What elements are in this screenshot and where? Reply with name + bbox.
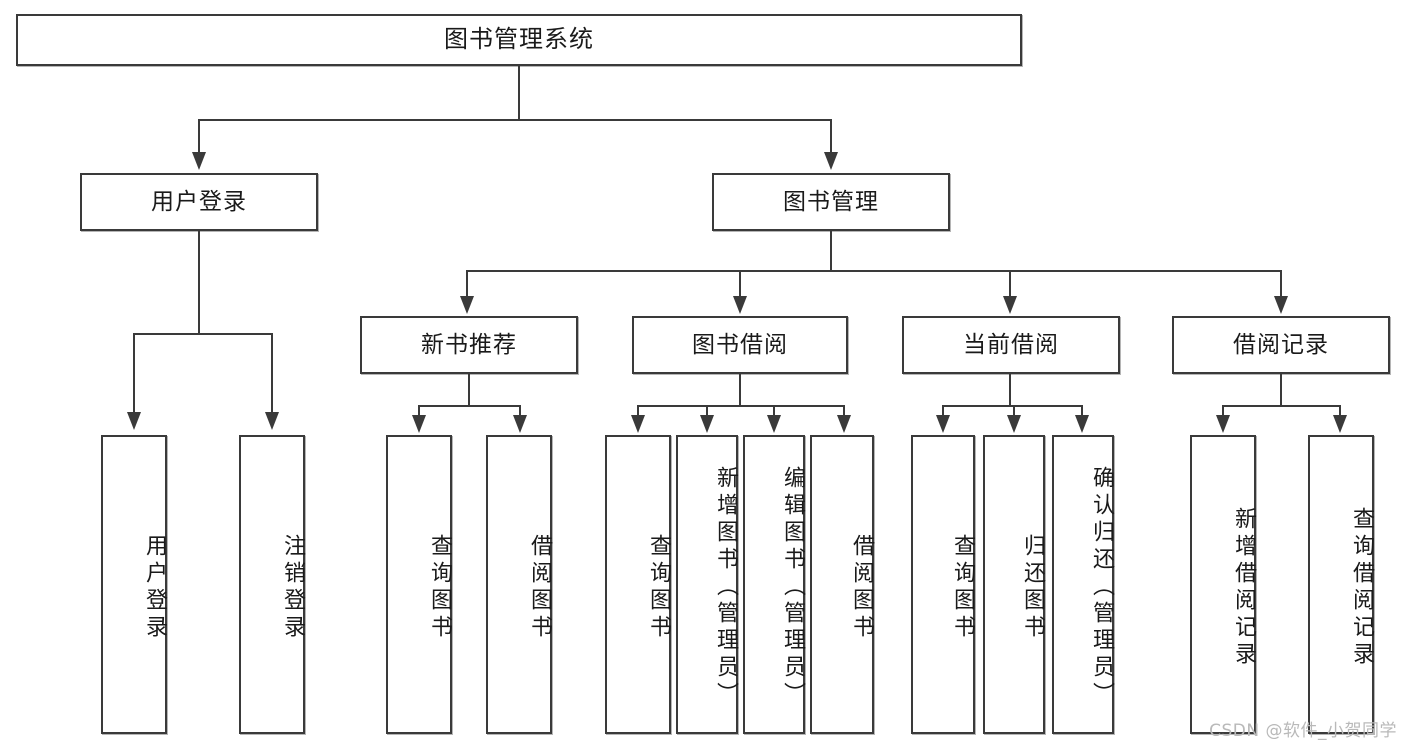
edge-bookmgmt-to-newbook — [466, 270, 468, 300]
edge-record-to-leaf2 — [1339, 405, 1341, 419]
node-label: 新增借阅记录 — [1231, 506, 1256, 669]
edge-root-to-bookmgmt — [830, 119, 832, 156]
edge-borrow-to-leaf4 — [843, 405, 845, 419]
edge-newbook-bus — [418, 405, 521, 407]
edge-newbook-to-leaf2 — [519, 405, 521, 419]
node-label: 新书推荐 — [421, 331, 517, 358]
node-label: 查询图书 — [427, 533, 452, 642]
node-label: 注销登录 — [280, 533, 305, 642]
arrowhead-borrow-to-leaf1 — [631, 415, 645, 433]
node-label: 用户登录 — [151, 188, 247, 215]
edge-newbook-stem — [468, 374, 470, 407]
arrowhead-bookmgmt-to-current — [1003, 296, 1017, 314]
edge-borrow-stem — [739, 374, 741, 407]
node-label: 图书管理 — [783, 188, 879, 215]
edge-root-bus — [198, 119, 831, 121]
edge-root-stem — [518, 66, 520, 120]
arrowhead-current-to-leaf2 — [1007, 415, 1021, 433]
leaf-node-user-login[interactable]: 用户登录 — [101, 435, 167, 734]
node-label: 确认归还（管理员） — [1089, 466, 1114, 709]
edge-borrow-bus — [637, 405, 845, 407]
node-label: 新增图书（管理员） — [713, 466, 738, 709]
leaf-node-query-book-current[interactable]: 查询图书 — [911, 435, 975, 734]
edge-bookmgmt-to-record — [1280, 270, 1282, 300]
leaf-node-query-book-recommend[interactable]: 查询图书 — [386, 435, 452, 734]
edge-login-to-leaf1 — [133, 333, 135, 415]
edge-root-to-login — [198, 119, 200, 156]
node-user-login[interactable]: 用户登录 — [80, 173, 318, 231]
arrowhead-borrow-to-leaf4 — [837, 415, 851, 433]
node-label: 借阅记录 — [1233, 331, 1329, 358]
node-label: 当前借阅 — [963, 331, 1059, 358]
arrowhead-record-to-leaf1 — [1216, 415, 1230, 433]
edge-bookmgmt-stem — [830, 231, 832, 272]
arrowhead-record-to-leaf2 — [1333, 415, 1347, 433]
edge-bookmgmt-to-current — [1009, 270, 1011, 300]
arrowhead-newbook-to-leaf2 — [513, 415, 527, 433]
leaf-node-borrow-book[interactable]: 借阅图书 — [810, 435, 874, 734]
arrowhead-bookmgmt-to-newbook — [460, 296, 474, 314]
edge-current-to-leaf2 — [1013, 405, 1015, 419]
node-label: 查询图书 — [950, 533, 975, 642]
arrowhead-bookmgmt-to-record — [1274, 296, 1288, 314]
edge-current-stem — [1009, 374, 1011, 407]
edge-login-to-leaf2 — [271, 333, 273, 415]
node-label: 查询图书 — [646, 533, 671, 642]
edge-record-to-leaf1 — [1222, 405, 1224, 419]
node-root-system[interactable]: 图书管理系统 — [16, 14, 1022, 66]
node-label: 图书管理系统 — [444, 25, 594, 54]
edge-record-bus — [1222, 405, 1341, 407]
node-book-borrow[interactable]: 图书借阅 — [632, 316, 848, 374]
node-label: 图书借阅 — [692, 331, 788, 358]
edge-record-stem — [1280, 374, 1282, 407]
edge-borrow-to-leaf3 — [773, 405, 775, 419]
arrowhead-current-to-leaf3 — [1075, 415, 1089, 433]
leaf-node-confirm-return-admin[interactable]: 确认归还（管理员） — [1052, 435, 1114, 734]
arrowhead-newbook-to-leaf1 — [412, 415, 426, 433]
leaf-node-add-book-admin[interactable]: 新增图书（管理员） — [676, 435, 738, 734]
arrowhead-borrow-to-leaf3 — [767, 415, 781, 433]
node-current-borrow[interactable]: 当前借阅 — [902, 316, 1120, 374]
edge-current-to-leaf3 — [1081, 405, 1083, 419]
edge-borrow-to-leaf2 — [706, 405, 708, 419]
node-label: 借阅图书 — [527, 533, 552, 642]
edge-bookmgmt-to-borrow — [739, 270, 741, 300]
leaf-node-logout[interactable]: 注销登录 — [239, 435, 305, 734]
leaf-node-return-book[interactable]: 归还图书 — [983, 435, 1045, 734]
node-new-book-recommend[interactable]: 新书推荐 — [360, 316, 578, 374]
edge-bookmgmt-bus — [466, 270, 1282, 272]
arrowhead-borrow-to-leaf2 — [700, 415, 714, 433]
arrowhead-root-to-bookmgmt — [824, 152, 838, 170]
edge-borrow-to-leaf1 — [637, 405, 639, 419]
node-label: 用户登录 — [142, 533, 167, 642]
leaf-node-query-book[interactable]: 查询图书 — [605, 435, 671, 734]
edge-login-stem — [198, 231, 200, 335]
leaf-node-borrow-book-recommend[interactable]: 借阅图书 — [486, 435, 552, 734]
leaf-node-add-borrow-record[interactable]: 新增借阅记录 — [1190, 435, 1256, 734]
node-borrow-record[interactable]: 借阅记录 — [1172, 316, 1390, 374]
arrowhead-login-to-leaf1 — [127, 412, 141, 430]
node-label: 编辑图书（管理员） — [780, 466, 805, 709]
arrowhead-login-to-leaf2 — [265, 412, 279, 430]
node-label: 查询借阅记录 — [1349, 506, 1374, 669]
edge-current-to-leaf1 — [942, 405, 944, 419]
edge-current-bus — [942, 405, 1083, 407]
edge-login-bus — [133, 333, 273, 335]
arrowhead-root-to-login — [192, 152, 206, 170]
edge-newbook-to-leaf1 — [418, 405, 420, 419]
node-label: 归还图书 — [1020, 533, 1045, 642]
node-book-management[interactable]: 图书管理 — [712, 173, 950, 231]
leaf-node-query-borrow-record[interactable]: 查询借阅记录 — [1308, 435, 1374, 734]
leaf-node-edit-book-admin[interactable]: 编辑图书（管理员） — [743, 435, 805, 734]
arrowhead-bookmgmt-to-borrow — [733, 296, 747, 314]
node-label: 借阅图书 — [849, 533, 874, 642]
arrowhead-current-to-leaf1 — [936, 415, 950, 433]
